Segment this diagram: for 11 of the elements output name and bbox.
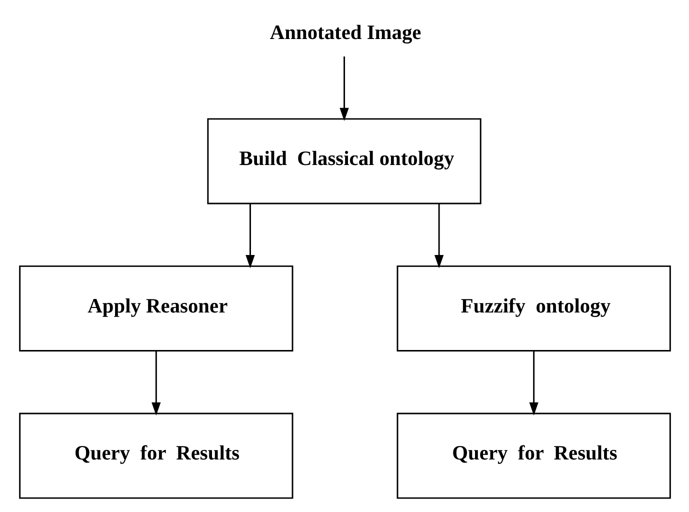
node-box: Build Classical ontology (206, 118, 481, 204)
arrow (245, 204, 254, 268)
arrow (151, 351, 160, 416)
node-text: Annotated Image (269, 22, 421, 44)
node-box: Fuzzify ontology (396, 265, 670, 352)
arrow (339, 56, 348, 121)
node-box: Query for Results (18, 412, 293, 499)
node-box: Apply Reasoner (18, 265, 293, 352)
arrow (434, 204, 444, 268)
arrow (528, 351, 538, 416)
node-box: Query for Results (396, 412, 670, 499)
